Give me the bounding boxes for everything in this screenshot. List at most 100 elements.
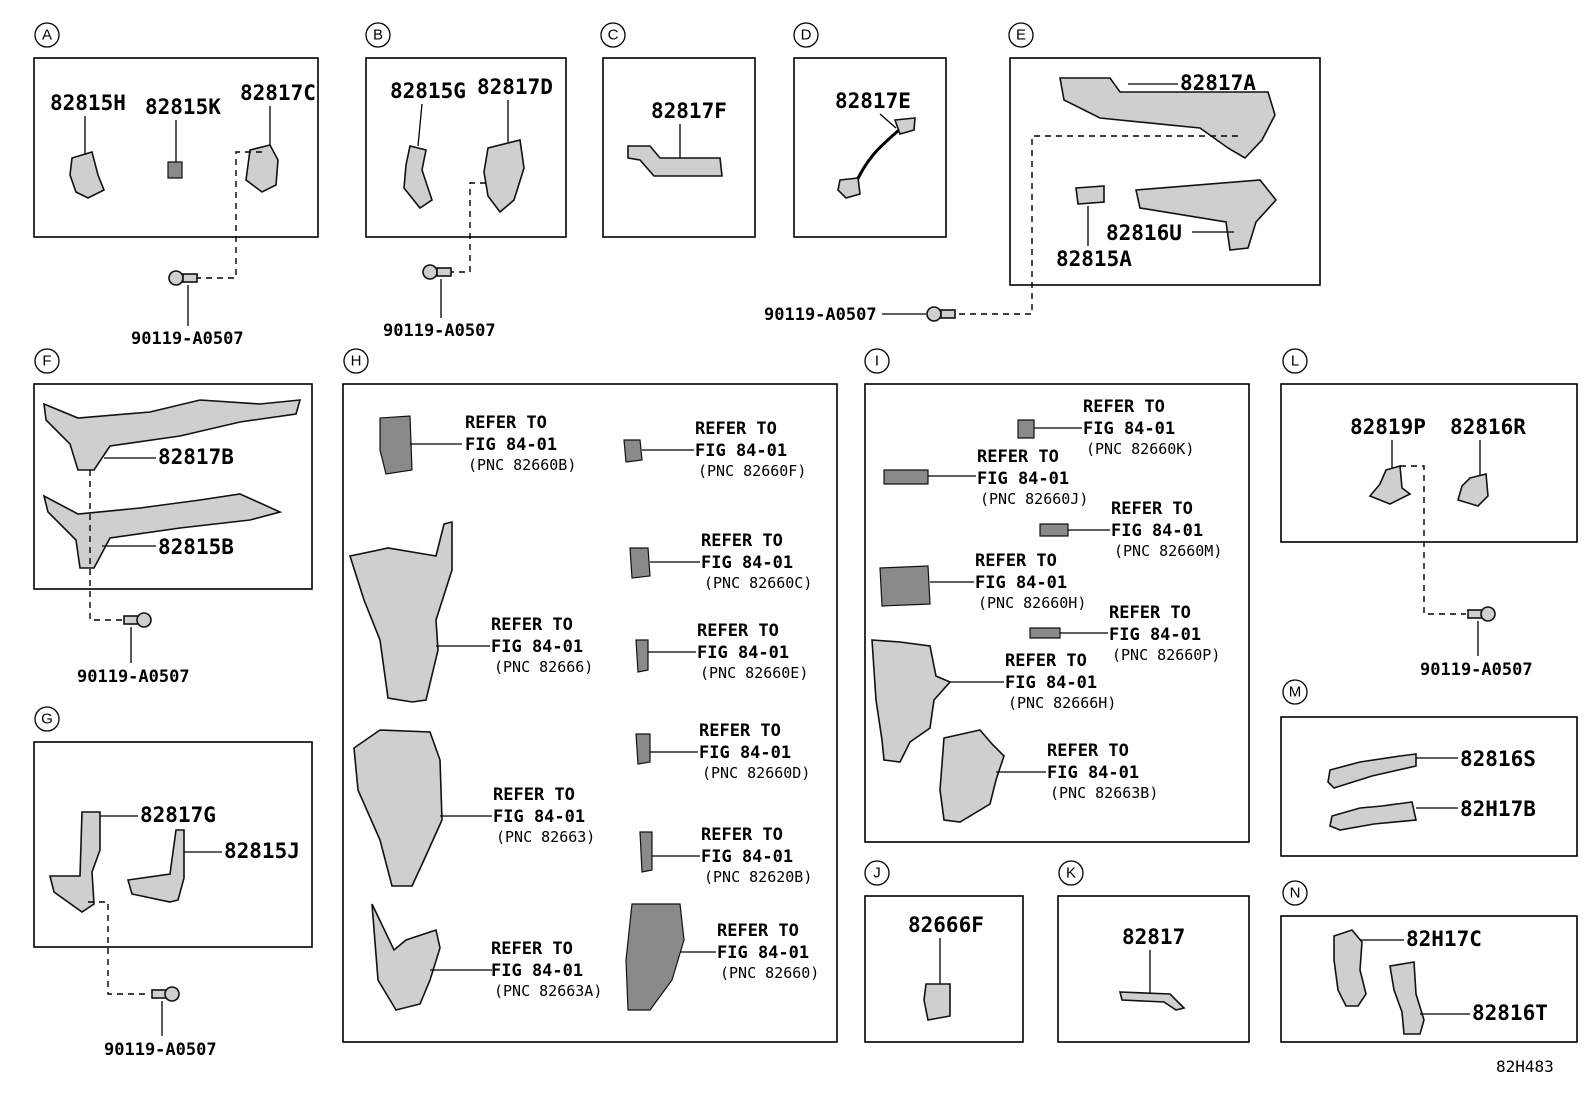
refer-note[interactable]: REFER TO FIG 84-01 (PNC 82660C) — [701, 531, 812, 592]
part-label[interactable]: 82817E — [835, 89, 911, 113]
bolt-label[interactable]: 90119-A0507 — [1420, 660, 1533, 680]
refer-note[interactable]: REFER TO FIG 84-01 (PNC 82660) — [717, 921, 819, 982]
part-label[interactable]: 82815K — [145, 95, 221, 119]
svg-text:(PNC 82660J): (PNC 82660J) — [980, 490, 1088, 508]
svg-text:(PNC 82663): (PNC 82663) — [496, 828, 595, 846]
part-label[interactable]: 82817F — [651, 99, 727, 123]
section-h-frame — [342, 383, 838, 1043]
bolt-label[interactable]: 90119-A0507 — [77, 667, 190, 687]
svg-text:(PNC 82663B): (PNC 82663B) — [1050, 784, 1158, 802]
svg-text:FIG 84-01: FIG 84-01 — [491, 637, 583, 657]
section-n-frame — [1280, 915, 1578, 1043]
bolt-icon — [123, 612, 152, 628]
svg-text:FIG 84-01: FIG 84-01 — [701, 847, 793, 867]
refer-note[interactable]: REFER TO FIG 84-01 (PNC 82660E) — [697, 621, 808, 682]
figure-id: 82H483 — [1496, 1057, 1554, 1076]
svg-text:FIG 84-01: FIG 84-01 — [717, 943, 809, 963]
part-label[interactable]: 82817D — [477, 75, 553, 99]
svg-text:FIG 84-01: FIG 84-01 — [701, 553, 793, 573]
bolt-label[interactable]: 90119-A0507 — [104, 1040, 217, 1060]
section-letter: H — [351, 353, 362, 370]
part-label[interactable]: 82817C — [240, 81, 316, 105]
bolt-icon — [926, 306, 956, 322]
part-label[interactable]: 82815B — [158, 535, 234, 559]
section-d-frame — [793, 57, 947, 238]
svg-text:REFER TO: REFER TO — [975, 551, 1057, 571]
svg-text:FIG 84-01: FIG 84-01 — [1109, 625, 1201, 645]
svg-text:FIG 84-01: FIG 84-01 — [1047, 763, 1139, 783]
section-l: L 82819P 82816R 90119-A0507 — [1280, 348, 1578, 680]
bolt-label[interactable]: 90119-A0507 — [764, 305, 877, 325]
svg-text:REFER TO: REFER TO — [699, 721, 781, 741]
section-k-frame — [1057, 895, 1250, 1043]
section-b: B 82815G 82817D 90119-A0507 — [365, 22, 567, 341]
svg-text:(PNC 82666): (PNC 82666) — [494, 658, 593, 676]
refer-note[interactable]: REFER TO FIG 84-01 (PNC 82660D) — [699, 721, 810, 782]
section-f-frame — [33, 383, 313, 590]
bolt-icon — [1467, 606, 1496, 622]
refer-note[interactable]: REFER TO FIG 84-01 (PNC 82660H) — [975, 551, 1086, 612]
svg-text:FIG 84-01: FIG 84-01 — [975, 573, 1067, 593]
part-label[interactable]: 82819P — [1350, 415, 1426, 439]
section-letter: G — [41, 711, 53, 728]
svg-text:FIG 84-01: FIG 84-01 — [1111, 521, 1203, 541]
part-label[interactable]: 82817B — [158, 445, 234, 469]
part-label[interactable]: 82816T — [1472, 1001, 1548, 1025]
part-label[interactable]: 82H17C — [1406, 927, 1482, 951]
refer-note[interactable]: REFER TO FIG 84-01 (PNC 82660F) — [695, 419, 806, 480]
bolt-label[interactable]: 90119-A0507 — [383, 321, 496, 341]
svg-text:FIG 84-01: FIG 84-01 — [1083, 419, 1175, 439]
refer-note[interactable]: REFER TO FIG 84-01 (PNC 82666) — [491, 615, 593, 676]
section-letter: D — [801, 27, 812, 44]
refer-note[interactable]: REFER TO FIG 84-01 (PNC 82663) — [493, 785, 595, 846]
refer-note[interactable]: REFER TO FIG 84-01 (PNC 82663A) — [491, 939, 602, 1000]
refer-note[interactable]: REFER TO FIG 84-01 (PNC 82620B) — [701, 825, 812, 886]
svg-text:(PNC 82660P): (PNC 82660P) — [1112, 646, 1220, 664]
section-i: I REFER TO FIG 84-01 (PNC 82660K) REFER … — [864, 348, 1250, 843]
svg-text:REFER TO: REFER TO — [465, 413, 547, 433]
part-label[interactable]: 82815G — [390, 79, 466, 103]
section-f: F 82817B 82815B 90119-A0507 — [33, 348, 313, 687]
part-label[interactable]: 82H17B — [1460, 797, 1536, 821]
section-g: G 82817G 82815J 90119-A0507 — [33, 706, 313, 1060]
section-letter-circle — [34, 22, 60, 48]
refer-note[interactable]: REFER TO FIG 84-01 (PNC 82666H) — [1005, 651, 1116, 712]
refer-note[interactable]: REFER TO FIG 84-01 (PNC 82660K) — [1083, 397, 1194, 458]
section-j-frame — [864, 895, 1024, 1043]
part-label[interactable]: 82816S — [1460, 747, 1536, 771]
svg-text:(PNC 82660F): (PNC 82660F) — [698, 462, 806, 480]
part-label[interactable]: 82816R — [1450, 415, 1526, 439]
section-letter: B — [373, 27, 383, 44]
svg-text:REFER TO: REFER TO — [695, 419, 777, 439]
part-label[interactable]: 82817G — [140, 803, 216, 827]
section-h: H REFER TO FIG 84-01 (PNC 82660B) — [342, 348, 838, 1043]
svg-text:REFER TO: REFER TO — [1111, 499, 1193, 519]
svg-text:REFER TO: REFER TO — [701, 825, 783, 845]
svg-text:REFER TO: REFER TO — [493, 785, 575, 805]
svg-text:(PNC 82666H): (PNC 82666H) — [1008, 694, 1116, 712]
refer-note[interactable]: REFER TO FIG 84-01 (PNC 82660B) — [465, 413, 576, 474]
part-label[interactable]: 82817A — [1180, 71, 1256, 95]
refer-note[interactable]: REFER TO FIG 84-01 (PNC 82663B) — [1047, 741, 1158, 802]
svg-text:FIG 84-01: FIG 84-01 — [697, 643, 789, 663]
part-label[interactable]: 82816U — [1106, 221, 1182, 245]
refer-note[interactable]: REFER TO FIG 84-01 (PNC 82660M) — [1111, 499, 1222, 560]
bolt-icon — [168, 270, 198, 286]
part-label[interactable]: 82666F — [908, 913, 984, 937]
part-label[interactable]: 82815H — [50, 91, 126, 115]
section-letter: J — [873, 865, 881, 882]
bolt-label[interactable]: 90119-A0507 — [131, 329, 244, 349]
refer-note[interactable]: REFER TO FIG 84-01 (PNC 82660J) — [977, 447, 1088, 508]
svg-text:REFER TO: REFER TO — [697, 621, 779, 641]
section-j: J 82666F — [864, 860, 1024, 1043]
svg-text:(PNC 82660): (PNC 82660) — [720, 964, 819, 982]
refer-note[interactable]: REFER TO FIG 84-01 (PNC 82660P) — [1109, 603, 1220, 664]
svg-text:REFER TO: REFER TO — [701, 531, 783, 551]
section-a: A 82815H 82815K 82817C 90119-A0507 — [33, 22, 319, 349]
part-label[interactable]: 82817 — [1122, 925, 1185, 949]
section-l-frame — [1280, 383, 1578, 543]
part-label[interactable]: 82815J — [224, 839, 300, 863]
svg-text:REFER TO: REFER TO — [977, 447, 1059, 467]
svg-text:FIG 84-01: FIG 84-01 — [493, 807, 585, 827]
part-label[interactable]: 82815A — [1056, 247, 1132, 271]
